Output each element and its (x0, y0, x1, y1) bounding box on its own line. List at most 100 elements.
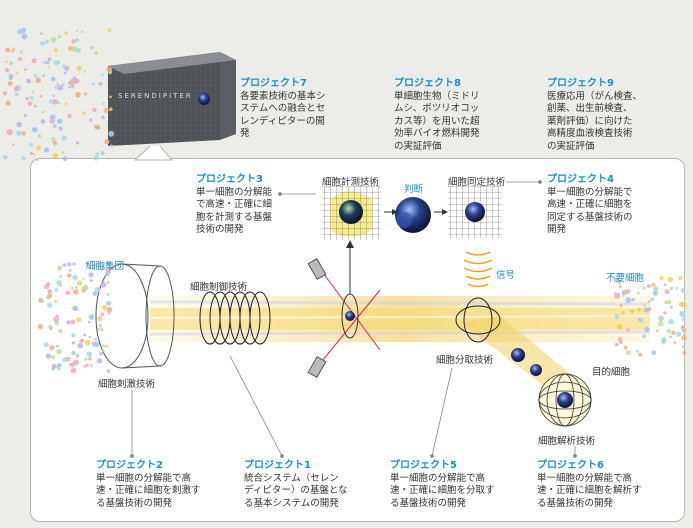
cell-dot (72, 262, 76, 266)
cell-dot (88, 335, 91, 339)
signal-waves (463, 251, 493, 288)
cell-dot (663, 283, 667, 287)
cell-dot (68, 269, 72, 272)
project-6-title: プロジェクト6 (537, 460, 604, 471)
cell-dot (653, 286, 658, 291)
cell-dot (619, 304, 623, 308)
cell-dot (68, 46, 73, 51)
cell-dot (109, 107, 113, 111)
cell-dot (95, 152, 100, 156)
cell-dot (669, 335, 672, 339)
project-7-body: 各要素技術の基本シ ステムへの融合とセ レンディピターの開 発 (240, 90, 326, 140)
cell-dot (651, 350, 657, 356)
project-2: プロジェクト2 単一細胞の分解能で高 速・正確に細胞を刺激す る基盤技術の開発 (96, 460, 231, 510)
cell-dot (106, 293, 110, 296)
cell-dot (70, 319, 76, 325)
cell-dot (21, 131, 26, 136)
cell-dot (88, 272, 94, 278)
cell-dot (36, 158, 39, 161)
cell-dot (99, 351, 103, 356)
cell-dot (51, 76, 56, 82)
cell-dot (49, 345, 55, 351)
cell-dot (81, 30, 84, 34)
cell-dot (42, 74, 45, 77)
cell-dot (94, 286, 101, 293)
cell-dot (19, 50, 23, 54)
cell-dot (625, 350, 631, 356)
project-9-title: プロジェクト9 (547, 78, 614, 89)
cell-dot (52, 124, 57, 128)
cell-dot (82, 111, 86, 115)
cell-dot (77, 342, 84, 349)
cell-dot (100, 151, 105, 156)
cell-dot (43, 342, 49, 348)
label-cell-stimulation: 細胞刺激技術 (98, 379, 156, 390)
cell-dot (636, 291, 640, 295)
cell-dot (13, 86, 19, 92)
cell-dot (57, 84, 63, 91)
cell-dot (624, 346, 627, 350)
cell-dot (89, 279, 93, 282)
cell-dot (17, 29, 23, 35)
cell-dot (651, 282, 656, 288)
stimulation-cylinder (95, 263, 175, 369)
project-9-body: 医療応用（がん検査、 創薬、出生前検査、 薬剤評価）に向けた 高精度血液検査技術… (547, 90, 643, 152)
cell-dot (107, 262, 110, 265)
cell-dot (617, 337, 623, 342)
label-cell-analysis: 細胞解析技術 (538, 436, 596, 447)
cell-dot (667, 276, 674, 282)
cell-dot (93, 263, 98, 268)
cell-dot (54, 288, 59, 292)
cell-dot (99, 265, 105, 271)
label-unwanted-cells: 不要細胞 (606, 273, 645, 284)
cell-dot (671, 330, 676, 336)
cell-dot (642, 334, 646, 339)
cell-dot (673, 341, 677, 344)
cell-dot (669, 305, 673, 309)
cell-dot (40, 119, 46, 124)
cell-dot (657, 320, 664, 327)
cell-dot (5, 47, 11, 53)
cell-dot (58, 126, 63, 131)
label-cell-sorting: 細胞分取技術 (436, 355, 494, 366)
cell-dot (666, 299, 672, 305)
cell-dot (32, 127, 38, 133)
cell-dot (646, 284, 651, 289)
cell-dot (75, 29, 79, 33)
cell-dot (681, 345, 685, 348)
identification-grid (448, 186, 502, 238)
cell-dot (67, 273, 72, 278)
cell-dot (82, 277, 85, 280)
cell-dot (614, 342, 619, 347)
cell-dot (681, 317, 686, 322)
cell-dot (106, 307, 113, 313)
cell-dot (54, 85, 59, 90)
cell-dot (63, 71, 67, 75)
cell-dot (57, 101, 61, 105)
cell-dot (43, 61, 47, 65)
cell-dot (39, 298, 43, 302)
cell-dot (108, 130, 115, 137)
leader-lines (130, 180, 577, 458)
cell-dot (66, 320, 71, 325)
cell-dot (71, 341, 76, 345)
cell-dot (47, 65, 50, 69)
cell-dot (71, 333, 76, 338)
cell-dot (31, 90, 35, 93)
cell-dot (57, 35, 61, 39)
cell-dot (35, 77, 41, 83)
cell-dot (59, 275, 62, 278)
cell-dot (11, 49, 15, 53)
project-4: プロジェクト4 単一細胞の分解能で 高速・正確に細胞を 同定する基盤技術の 開発 (547, 174, 677, 237)
cell-dot (94, 51, 99, 55)
cell-dot (614, 293, 620, 299)
cell-dot (86, 351, 93, 358)
cell-dot (625, 289, 631, 295)
cell-dot (34, 104, 37, 108)
cell-dot (55, 344, 59, 348)
cell-dot (83, 364, 87, 368)
project-1-body: 統合システム（セレン ディピター）の基盤とな る基本システムの開発 (244, 472, 348, 509)
cell-dot (109, 95, 112, 99)
cell-dot (23, 113, 27, 118)
